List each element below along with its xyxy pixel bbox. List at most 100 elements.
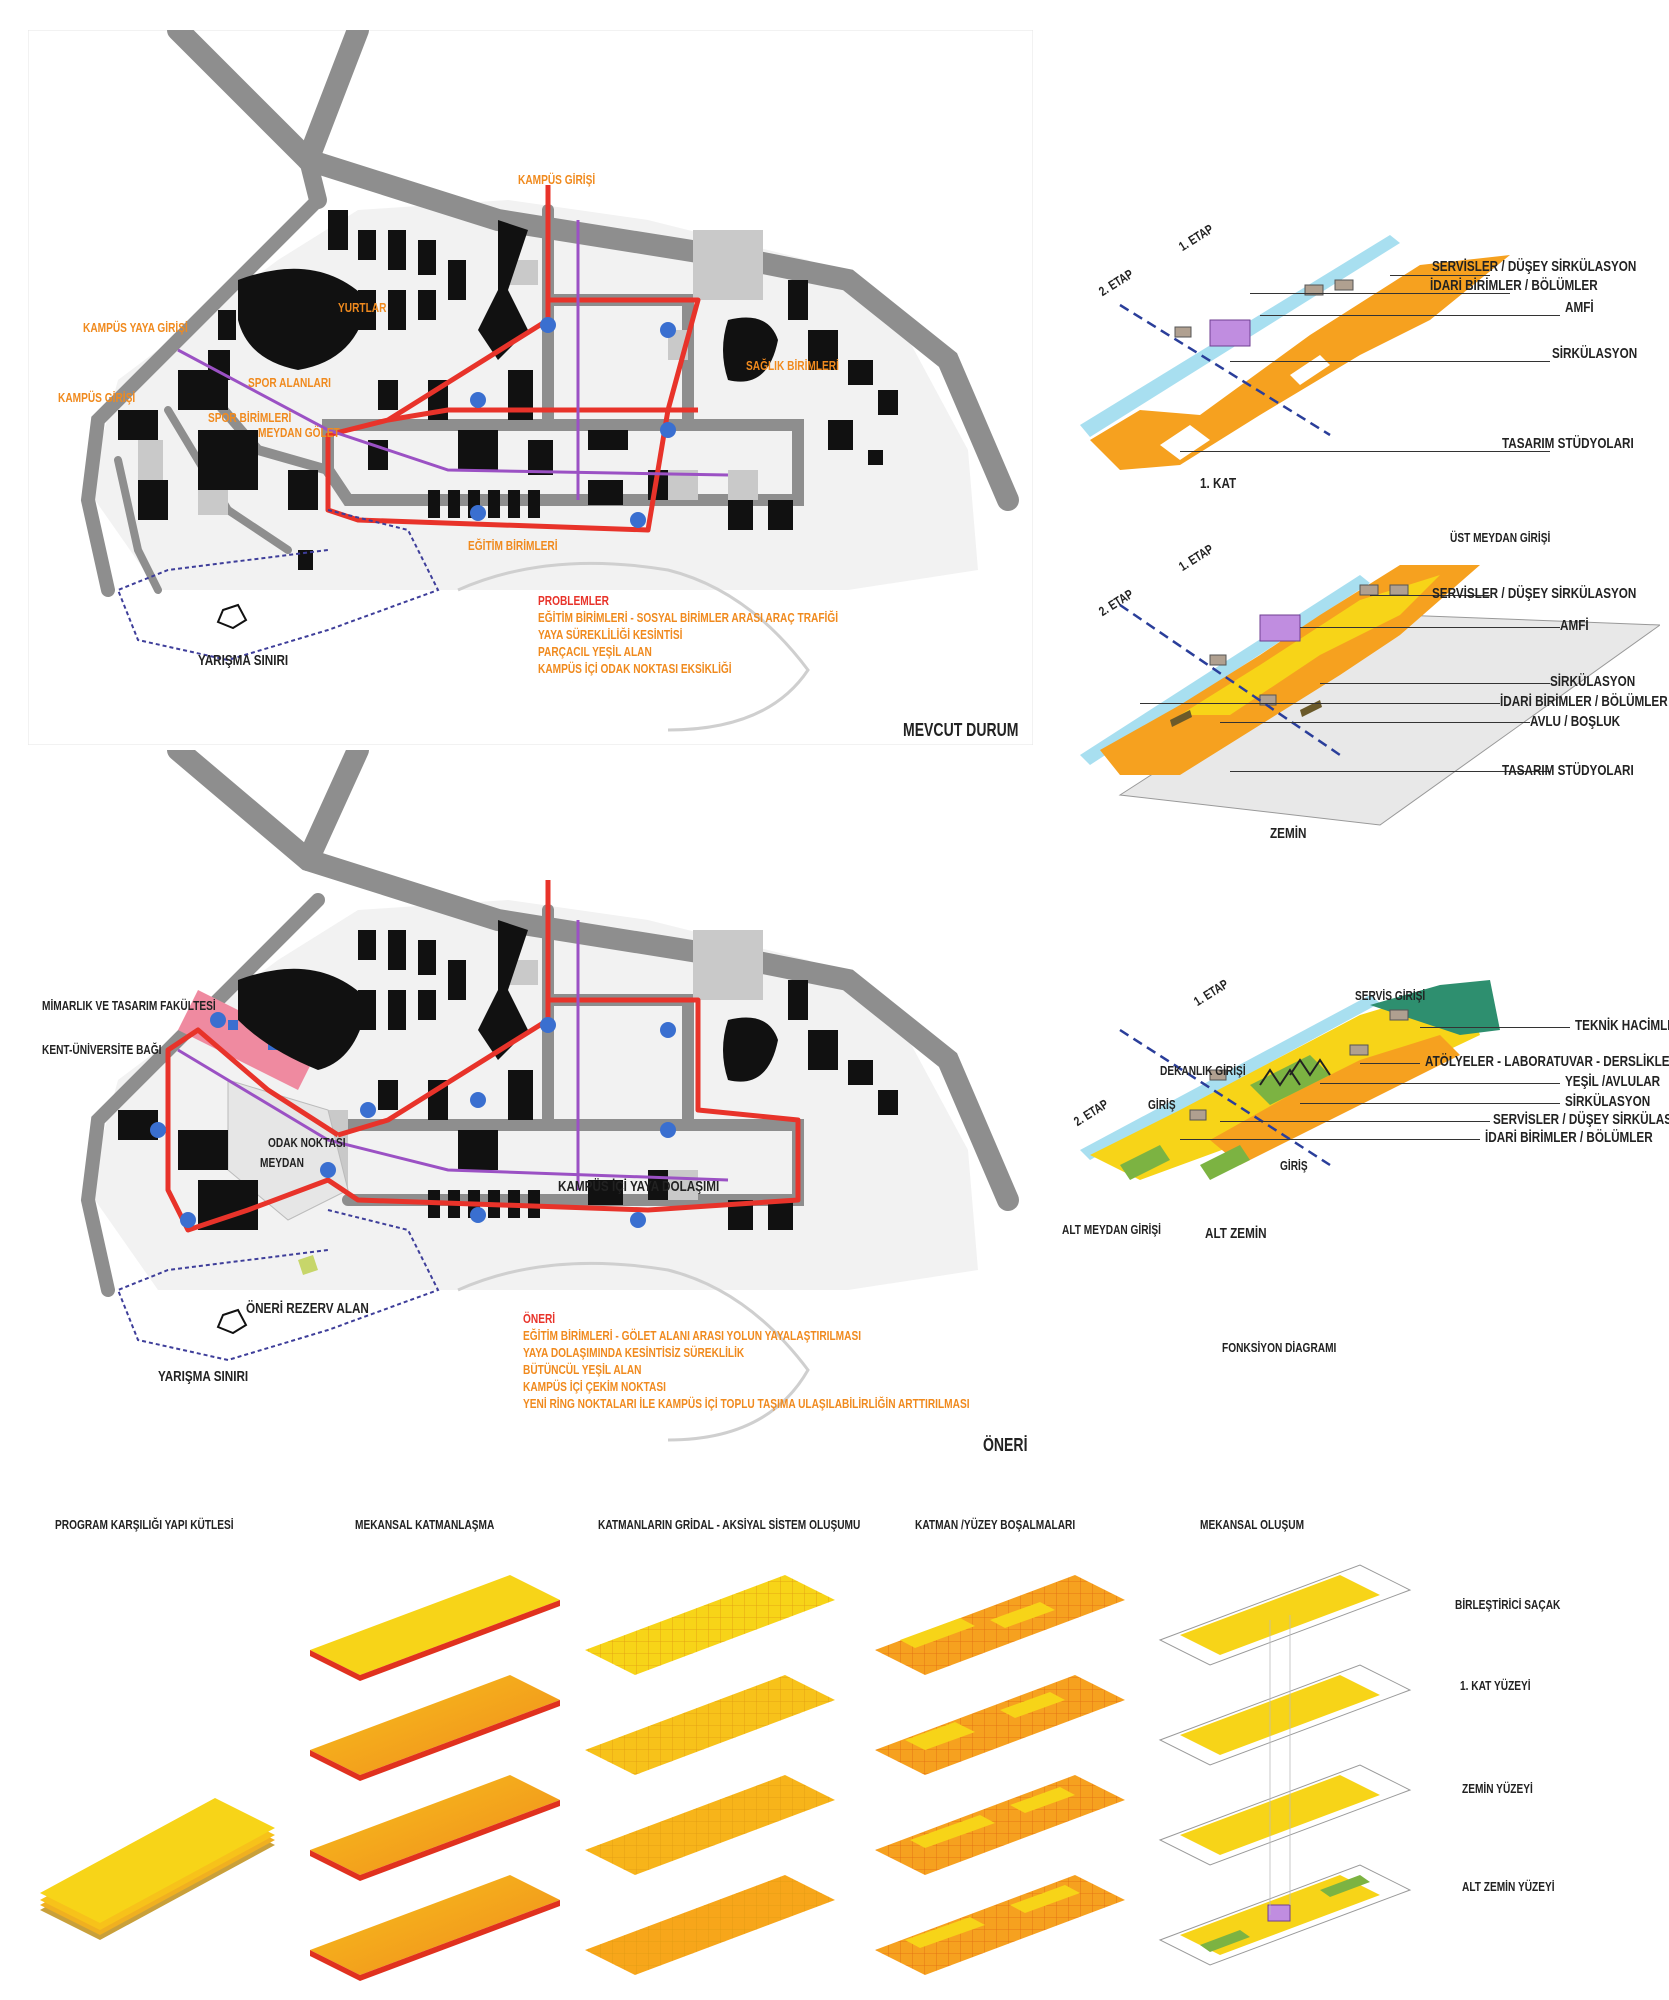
label-egitim-birimleri: EĞİTİM BİRİMLERİ [468,538,558,553]
spatial-formation [1158,1564,1412,1966]
label-d2-amfi: AMFİ [1560,617,1589,634]
voided-slabs [875,1575,1125,1975]
label-d3-teknik: TEKNİK HACİMLER [1575,1017,1669,1034]
leader-line [1260,315,1560,316]
label-mimarlik-fakultesi: MİMARLIK VE TASARIM FAKÜLTESİ [42,998,216,1013]
layer-label: 1. KAT YÜZEYİ [1460,1678,1531,1693]
label-d3-idari: İDARİ BİRİMLER / BÖLÜMLER [1485,1129,1653,1146]
leader-line [1250,293,1510,294]
process-strip: PROGRAM KARŞILIĞI YAPI KÜTLESİ MEKANSAL … [0,1505,1669,2000]
label-saglik-birimleri: SAĞLIK BİRİMLERİ [746,358,839,373]
label-d2-ust-meydan: ÜST MEYDAN GİRİŞİ [1450,530,1551,545]
proposal-item: YAYA DOLAŞIMINDA KESİNTİSİZ SÜREKLİLİK [523,1345,745,1360]
gridded-slabs [585,1575,835,1975]
leader-line [1180,1139,1480,1140]
label-floor-d3: ALT ZEMİN [1205,1225,1267,1242]
label-d1-tasarim: TASARIM STÜDYOLARI [1502,435,1634,452]
leader-line [1140,703,1500,704]
proposal-notes: ÖNERİ EĞİTİM BİRİMLERİ - GÖLET ALANI ARA… [523,1310,970,1412]
leader-line [1390,275,1490,276]
leader-line [1320,683,1550,684]
label-yurtlar: YURTLAR [338,300,387,315]
label-d3-dekanlik: DEKANLIK GİRİŞİ [1160,1063,1246,1078]
proposal-item: KAMPÜS İÇİ ÇEKİM NOKTASI [523,1379,666,1394]
label-floor-d2: ZEMİN [1270,825,1307,842]
leader-line [1420,1027,1570,1028]
problems-heading: PROBLEMLER [538,593,609,608]
label-kampus-yaya-girisi: KAMPÜS YAYA GİRİŞİ [83,320,188,335]
label-kampus-girisi-top: KAMPÜS GİRİŞİ [518,172,596,187]
panel-title-oneri: ÖNERİ [983,1435,1028,1455]
problem-item: PARÇACIL YEŞİL ALAN [538,644,652,659]
layered-slabs [310,1575,560,1981]
leader-line [1320,1083,1560,1084]
label-d3-giris-2: GİRİŞ [1280,1158,1308,1173]
label-d1-idari: İDARİ BİRİMLER / BÖLÜMLER [1430,277,1598,294]
process-col-title: MEKANSAL OLUŞUM [1200,1517,1305,1532]
label-spor-alanlari: SPOR ALANLARI [248,375,331,390]
label-d3-servisler: SERVİSLER / DÜŞEY SİRKÜLASYON [1493,1111,1669,1128]
label-kampus-girisi-left: KAMPÜS GİRİŞİ [58,390,136,405]
label-meydan: MEYDAN [260,1155,304,1170]
leader-line [1230,361,1550,362]
label-d3-alt-meydan: ALT MEYDAN GİRİŞİ [1062,1222,1161,1237]
label-kampus-ici-yaya: KAMPÜS İÇİ YAYA DOLAŞIMI [558,1178,720,1195]
label-floor-d1: 1. KAT [1200,475,1237,492]
label-oneri-rezerv: ÖNERİ REZERV ALAN [246,1300,369,1317]
label-d2-idari: İDARİ BİRİMLER / BÖLÜMLER [1500,693,1668,710]
iso-slab-zemin [1080,565,1662,826]
label-yarisma-siniri-2: YARIŞMA SINIRI [158,1368,249,1385]
process-col-title: KATMAN /YÜZEY BOŞALMALARI [915,1517,1076,1532]
label-d2-avlu: AVLU / BOŞLUK [1530,713,1621,730]
process-col-title: KATMANLARIN GRİDAL - AKSİYAL SİSTEM OLUŞ… [598,1517,861,1532]
stacked-mass [40,1798,275,1940]
label-d2-servisler: SERVİSLER / DÜŞEY SİRKÜLASYON [1432,585,1637,602]
iso-slab-alt-zemin [1080,980,1500,1180]
leader-line [1370,595,1490,596]
layer-label: BİRLEŞTİRİCİ SAÇAK [1455,1597,1561,1612]
label-d3-yesil: YEŞİL /AVLULAR [1565,1073,1661,1090]
layer-label: ALT ZEMİN YÜZEYİ [1462,1879,1555,1894]
function-diagram-1-kat: 1. ETAP 2. ETAP 1. KAT SERVİSLER / DÜŞEY… [1060,221,1660,515]
panel-title-mevcut-durum: MEVCUT DURUM [903,720,1019,740]
leader-line [1220,722,1530,723]
site-plan-proposal-map [80,739,1019,1442]
caption-fonksiyon-diagrami: FONKSİYON DİAGRAMI [1222,1340,1337,1355]
label-d2-sirkulasyon: SİRKÜLASYON [1550,673,1636,690]
proposal-item: BÜTÜNCÜL YEŞİL ALAN [523,1362,642,1377]
iso-slab-1-kat [1080,235,1510,470]
label-yarisma-siniri: YARIŞMA SINIRI [198,652,289,669]
process-col-title: PROGRAM KARŞILIĞI YAPI KÜTLESİ [55,1517,234,1532]
problems-notes: PROBLEMLER EĞİTİM BİRİMLERİ - SOSYAL BİR… [538,592,838,677]
leader-line [1300,627,1560,628]
label-d3-servis-girisi: SERVİS GİRİŞİ [1355,988,1426,1003]
problem-item: EĞİTİM BİRİMLERİ - SOSYAL BİRİMLER ARASI… [538,610,839,625]
leader-line [1300,1103,1560,1104]
label-d1-amfi: AMFİ [1565,299,1594,316]
site-plan-proposal: MİMARLIK VE TASARIM FAKÜLTESİ KENT-ÜNİVE… [28,739,1033,1460]
label-spor-birimleri: SPOR BİRİMLERİ [208,410,292,425]
label-kent-universite: KENT-ÜNİVERSİTE BAĞI [42,1042,162,1057]
process-diagram [40,1564,1412,1981]
leader-line [1230,771,1550,772]
label-odak-noktasi: ODAK NOKTASI [268,1135,346,1150]
process-col-title: MEKANSAL KATMANLAŞMA [355,1517,495,1532]
site-plan-existing: KAMPÜS GİRİŞİ KAMPÜS YAYA GİRİŞİ KAMPÜS … [27,19,1034,746]
problem-item: KAMPÜS İÇİ ODAK NOKTASI EKSİKLİĞİ [538,661,732,676]
label-d1-servisler: SERVİSLER / DÜŞEY SİRKÜLASYON [1432,258,1637,275]
label-d1-sirkulasyon: SİRKÜLASYON [1552,345,1638,362]
layer-label: ZEMİN YÜZEYİ [1462,1781,1533,1796]
problem-item: YAYA SÜREKLİLİĞİ KESİNTİSİ [538,627,683,642]
leader-line [1180,451,1550,452]
label-d3-sirkulasyon: SİRKÜLASYON [1565,1093,1651,1110]
proposal-heading: ÖNERİ [523,1311,556,1326]
function-diagram-alt-zemin: 1. ETAP 2. ETAP SERVİS GİRİŞİ DEKANLIK G… [1060,975,1669,1245]
leader-line [1360,1063,1420,1064]
leader-line [1220,1121,1490,1122]
proposal-item: YENİ RİNG NOKTALARI İLE KAMPÜS İÇİ TOPLU… [523,1396,970,1411]
label-d2-tasarim: TASARIM STÜDYOLARI [1502,762,1634,779]
label-d3-giris: GİRİŞ [1148,1097,1176,1112]
label-d3-atolyeler: ATÖLYELER - LABORATUVAR - DERSLİKLER [1425,1053,1669,1070]
label-meydan-golet: MEYDAN GÖLET [258,425,340,440]
function-diagram-zemin: 1. ETAP 2. ETAP ÜST MEYDAN GİRİŞİ ZEMİN … [1060,525,1668,860]
